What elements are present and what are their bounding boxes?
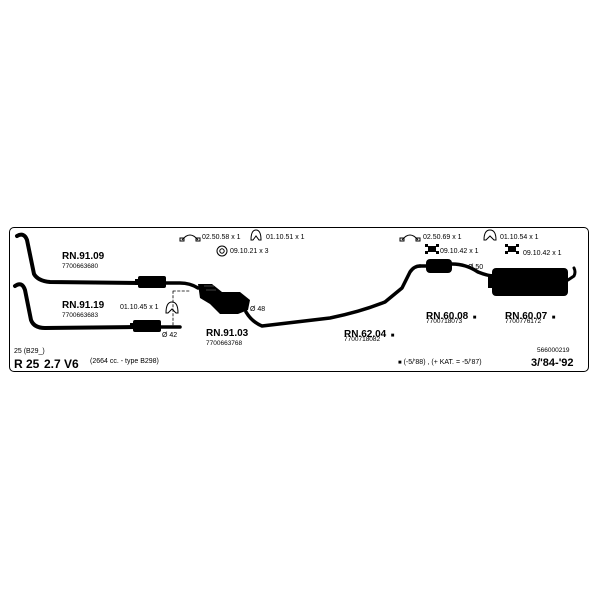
catalyst-note-text: (-5/'88) , (+ KAT. = -5/'87) <box>403 359 482 366</box>
part-code: RN.91.03 <box>206 328 249 339</box>
catalytic-converter <box>198 284 250 314</box>
catalyst-marker: ■ <box>551 315 556 321</box>
engine-spec: (2664 cc. - type B298) <box>90 358 159 365</box>
fitting-label: 02.50.69 x 1 <box>423 234 462 241</box>
oem-number: 7700718073 <box>426 318 463 325</box>
diagram-frame <box>9 227 589 372</box>
catalyst-marker: ■ <box>472 315 477 321</box>
fitting-label: 09.10.21 x 3 <box>230 248 269 255</box>
front-silencer-lower <box>133 320 161 332</box>
fitting-label: 01.10.45 x 1 <box>120 304 159 311</box>
rear-silencer <box>492 268 568 296</box>
front-silencer-upper <box>138 276 166 288</box>
tail-pipe <box>566 266 577 282</box>
upper-pipe-to-cat <box>164 281 200 290</box>
oem-number: 7700663683 <box>62 312 99 319</box>
part-code: RN.62.04 <box>344 329 387 340</box>
diameter-label: Ø 42 <box>162 332 178 339</box>
oem-number: 7700718082 <box>344 336 381 343</box>
part-code: RN.60.07 <box>505 311 548 322</box>
part-code: RN.60.08 <box>426 311 469 322</box>
part-code-group: RN.60.08 ■ <box>426 307 476 323</box>
fitting-label: 09.10.42 x 1 <box>523 250 562 257</box>
dashed-connection <box>172 290 191 328</box>
part-code: RN.91.19 <box>62 300 105 311</box>
front-pipe-upper <box>15 232 142 285</box>
hanger-ring-icon <box>165 301 179 314</box>
center-silencer <box>426 259 452 273</box>
catalyst-marker: ■ <box>398 360 402 366</box>
model-code: 25 (B29_) <box>14 348 45 355</box>
rubber-mount-icon <box>425 244 439 254</box>
rubber-mount-icon <box>505 244 519 254</box>
fitting-label: 01.10.51 x 1 <box>266 234 305 241</box>
front-pipe-lower <box>13 282 138 330</box>
oem-number: 7700663680 <box>62 263 99 270</box>
catalyst-note: ■ (-5/'88) , (+ KAT. = -5/'87) <box>398 359 482 366</box>
part-code-group: RN.60.07 ■ <box>505 307 555 323</box>
fitting-label: 09.10.42 x 1 <box>440 248 479 255</box>
year-range: 3/'84-'92 <box>531 357 574 369</box>
fitting-label: 01.10.54 x 1 <box>500 234 539 241</box>
washer-icon <box>216 245 228 257</box>
catalog-number: 566000219 <box>537 347 570 354</box>
part-code: RN.91.09 <box>62 251 105 262</box>
diameter-label: Ø 48 <box>250 306 266 313</box>
catalyst-marker: ■ <box>390 333 395 339</box>
model-title: R 25 <box>14 357 40 371</box>
oem-number: 7700663768 <box>206 340 243 347</box>
part-code-group: RN.62.04 ■ <box>344 325 394 341</box>
diameter-label: Ø 50 <box>468 264 484 271</box>
clamp-icon <box>399 234 421 242</box>
fitting-label: 02.50.58 x 1 <box>202 234 241 241</box>
oem-number: 7700776172 <box>505 318 542 325</box>
engine-title: 2.7 V6 <box>44 357 79 371</box>
clamp-icon <box>179 234 201 242</box>
intermediate-pipe <box>244 264 422 328</box>
hanger-ring-icon <box>250 229 262 241</box>
hanger-ring-icon <box>483 229 497 241</box>
